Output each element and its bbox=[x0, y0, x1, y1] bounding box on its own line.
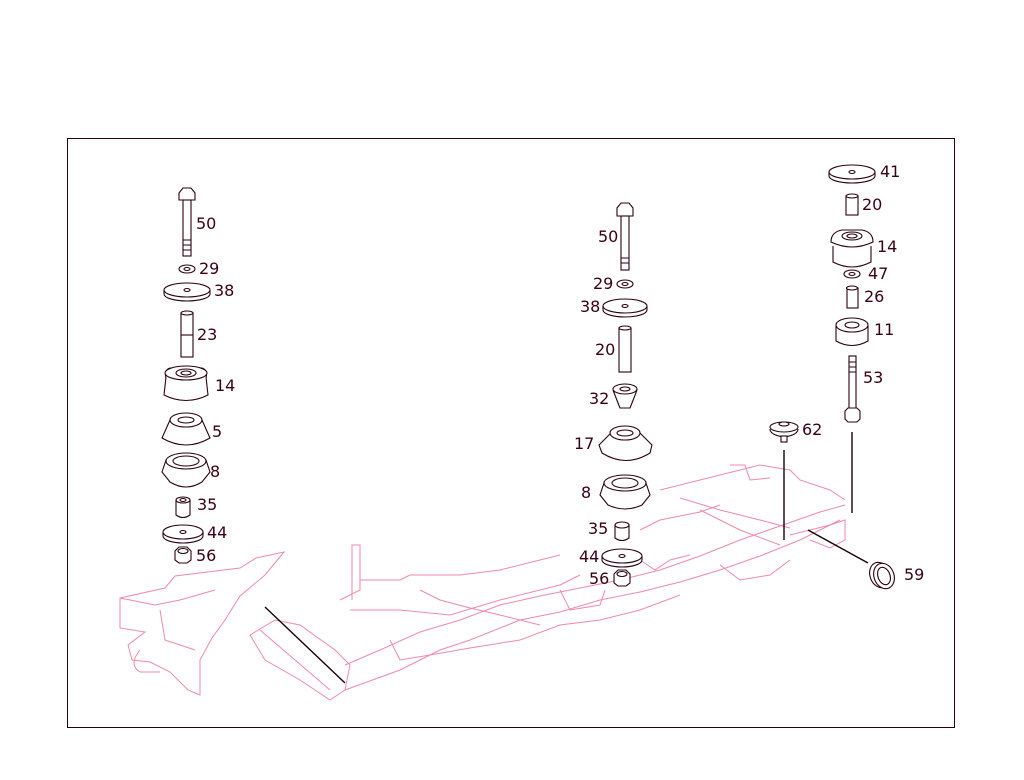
disc-washer-icon bbox=[163, 282, 211, 302]
nut-icon bbox=[174, 546, 192, 564]
washer-icon bbox=[843, 269, 861, 279]
part-label-11: 11 bbox=[874, 320, 895, 339]
part-label-50: 50 bbox=[598, 227, 619, 246]
part-label-56: 56 bbox=[589, 569, 610, 588]
rubber-bushing-icon bbox=[835, 317, 869, 347]
sleeve-icon bbox=[845, 285, 859, 309]
bolt-icon bbox=[616, 202, 634, 271]
part-label-29: 29 bbox=[593, 274, 614, 293]
part-label-5: 5 bbox=[212, 422, 223, 441]
spacer-icon bbox=[175, 496, 191, 519]
bolt-icon bbox=[178, 187, 196, 257]
rubber-mount-icon bbox=[161, 412, 211, 446]
disc-washer-icon bbox=[601, 548, 643, 568]
disc-washer-icon bbox=[828, 164, 876, 184]
rubber-bushing-icon bbox=[163, 365, 209, 402]
center-mount-stack bbox=[598, 202, 653, 587]
right-mount-stack bbox=[769, 164, 895, 590]
part-label-29: 29 bbox=[199, 259, 220, 278]
grommet-icon bbox=[869, 561, 895, 590]
part-label-59: 59 bbox=[904, 565, 925, 584]
part-label-53: 53 bbox=[863, 368, 884, 387]
part-label-35: 35 bbox=[588, 519, 609, 538]
spacer-icon bbox=[614, 521, 630, 542]
rubber-mount-icon bbox=[161, 452, 211, 488]
rubber-mount-icon bbox=[598, 425, 653, 462]
part-label-41: 41 bbox=[880, 162, 901, 181]
part-label-20: 20 bbox=[862, 195, 883, 214]
part-label-44: 44 bbox=[207, 523, 228, 542]
part-label-8: 8 bbox=[210, 462, 221, 481]
part-label-23: 23 bbox=[197, 325, 218, 344]
rubber-bushing-icon bbox=[830, 229, 874, 268]
part-label-32: 32 bbox=[589, 389, 610, 408]
part-label-38: 38 bbox=[214, 281, 235, 300]
sleeve-icon bbox=[180, 310, 194, 358]
sleeve-icon bbox=[618, 325, 632, 373]
part-label-47: 47 bbox=[868, 264, 889, 283]
rubber-mount-icon bbox=[599, 474, 651, 510]
chassis-frame bbox=[119, 464, 846, 701]
part-label-14: 14 bbox=[215, 376, 236, 395]
part-label-44: 44 bbox=[579, 547, 600, 566]
part-label-38: 38 bbox=[580, 297, 601, 316]
diagram-border bbox=[67, 138, 955, 728]
part-label-35: 35 bbox=[197, 495, 218, 514]
left-mount-stack bbox=[161, 187, 211, 564]
disc-washer-icon bbox=[602, 298, 648, 318]
part-label-62: 62 bbox=[802, 420, 823, 439]
leader-line bbox=[264, 606, 346, 684]
nut-icon bbox=[613, 569, 631, 587]
sleeve-icon bbox=[845, 193, 859, 216]
part-label-50: 50 bbox=[196, 214, 217, 233]
disc-washer-icon bbox=[162, 524, 204, 544]
bolt-icon bbox=[844, 355, 861, 423]
part-label-26: 26 bbox=[864, 287, 885, 306]
part-label-20: 20 bbox=[595, 340, 616, 359]
part-label-56: 56 bbox=[196, 546, 217, 565]
part-label-14: 14 bbox=[877, 237, 898, 256]
cone-bushing-icon bbox=[612, 383, 638, 409]
part-label-8: 8 bbox=[581, 483, 592, 502]
part-label-17: 17 bbox=[574, 434, 595, 453]
bump-stop-icon bbox=[769, 421, 799, 443]
leader-line bbox=[807, 529, 869, 564]
